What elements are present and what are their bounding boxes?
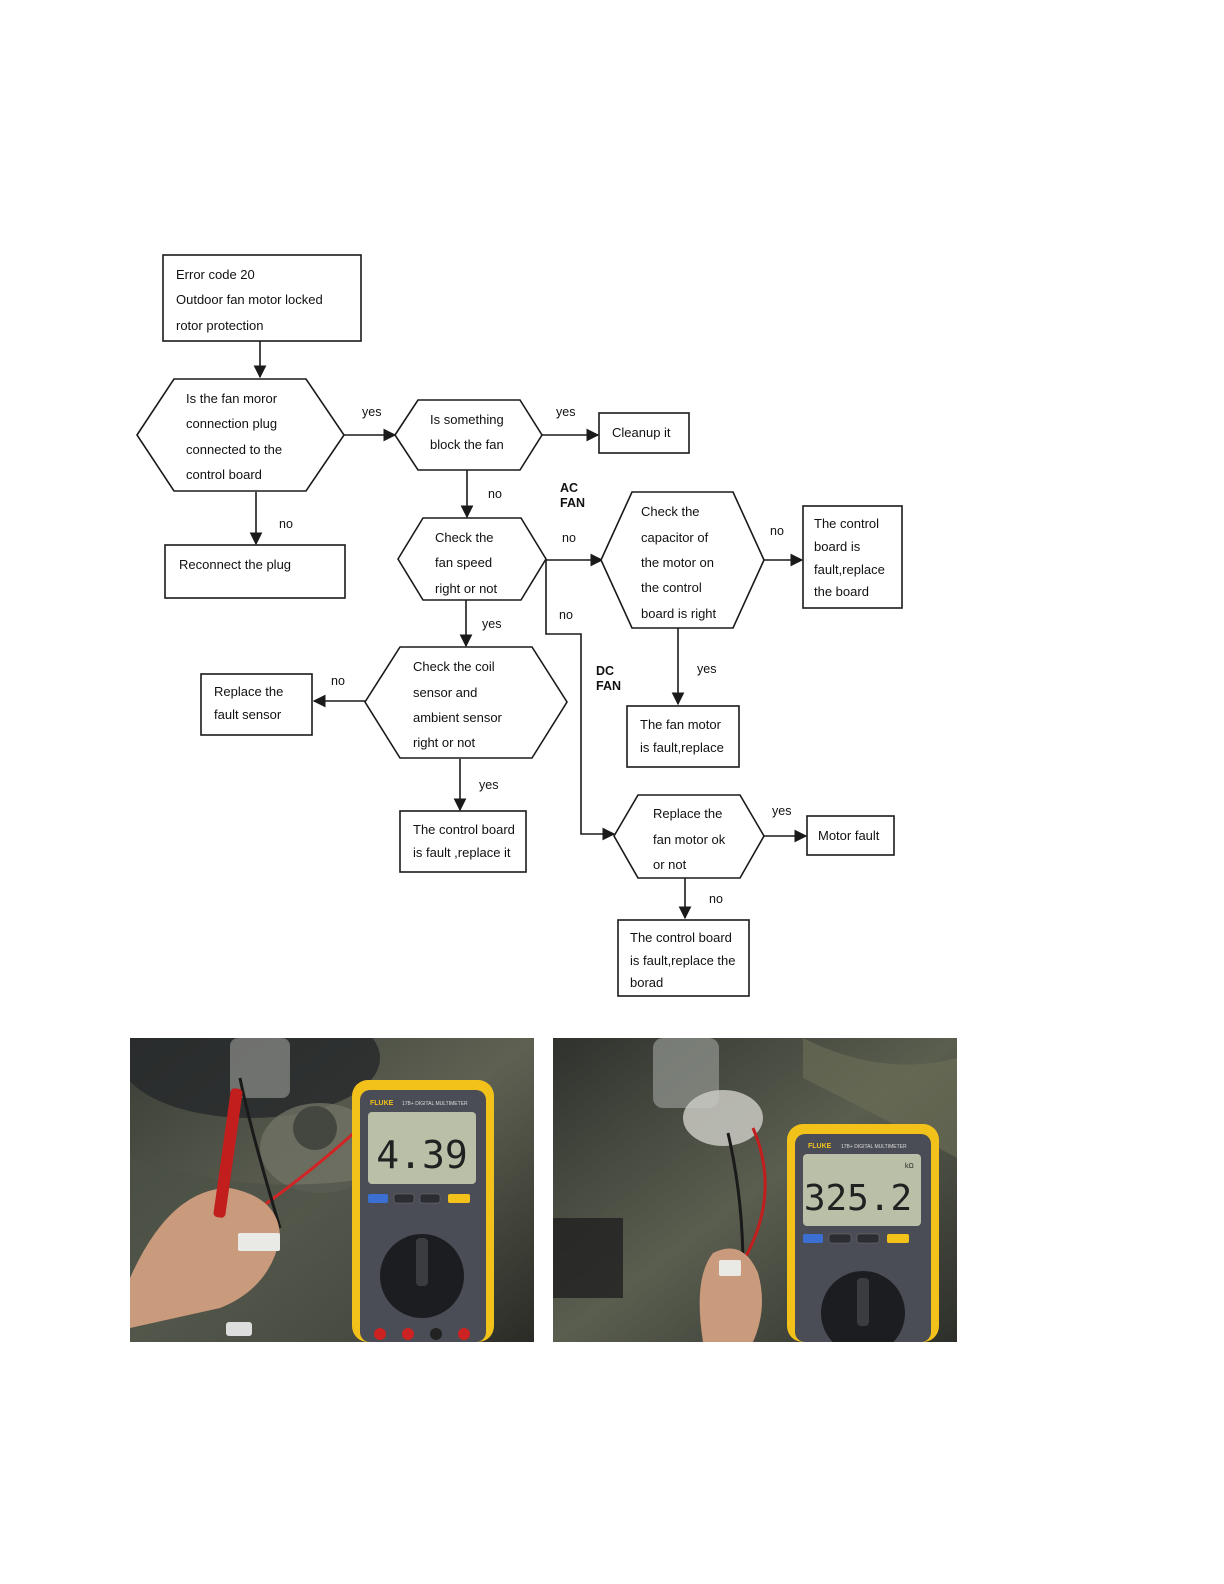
multimeter: FLUKE 17B+ DIGITAL MULTIMETER 4.39 [352, 1080, 494, 1342]
node-text: sensor and [413, 685, 477, 700]
label-no: no [709, 892, 723, 906]
node-reconnect-plug: Reconnect the plug [165, 545, 345, 598]
decision-something-block: Is something block the fan [395, 400, 542, 470]
node-text: right or not [435, 581, 498, 596]
node-text: Error code 20 [176, 267, 255, 282]
node-text: Cleanup it [612, 425, 671, 440]
node-text: Reconnect the plug [179, 557, 291, 572]
node-text: Check the [641, 504, 700, 519]
meter-reading: 325.2 [804, 1178, 912, 1219]
node-text: control board [186, 467, 262, 482]
node-text: The control [814, 516, 879, 531]
label-yes: yes [362, 405, 381, 419]
node-text: The fan motor [640, 717, 722, 732]
node-text: is fault,replace [640, 740, 724, 755]
node-board-fault-2: The control board is fault ,replace it [400, 811, 526, 872]
decision-fan-speed: Check the fan speed right or not [398, 518, 546, 600]
meter-model: 17B+ DIGITAL MULTIMETER [841, 1144, 907, 1150]
decision-motor-ok: Replace the fan motor ok or not [614, 795, 764, 878]
node-text: board is right [641, 606, 717, 621]
node-text: right or not [413, 735, 476, 750]
node-motor-fault: Motor fault [807, 816, 894, 855]
label-yes: yes [772, 804, 791, 818]
node-text: board is [814, 539, 861, 554]
node-text: Replace the [214, 684, 283, 699]
label-no: no [559, 608, 573, 622]
label-yes: yes [482, 617, 501, 631]
node-text: Outdoor fan motor locked [176, 292, 323, 307]
node-text: borad [630, 975, 663, 990]
label-dc-fan: DC [596, 664, 614, 678]
decision-plug-connected: Is the fan moror connection plug connect… [137, 379, 344, 491]
flowchart: yes yes no no no no no yes no yes yes ye… [0, 0, 1224, 1010]
node-text: Is the fan moror [186, 391, 278, 406]
label-no: no [488, 487, 502, 501]
node-text: fault sensor [214, 707, 282, 722]
meter-brand: FLUKE [370, 1100, 394, 1107]
node-text: is fault,replace the [630, 953, 736, 968]
node-cleanup: Cleanup it [599, 413, 689, 453]
node-start: Error code 20 Outdoor fan motor locked r… [163, 255, 361, 341]
label-no: no [770, 524, 784, 538]
label-no: no [279, 517, 293, 531]
node-text: ambient sensor [413, 710, 503, 725]
meter-brand: FLUKE [808, 1143, 832, 1150]
photo-multimeter-left: FLUKE 17B+ DIGITAL MULTIMETER 4.39 [130, 1038, 534, 1342]
node-text: the motor on [641, 555, 714, 570]
node-replace-sensor: Replace the fault sensor [201, 674, 312, 735]
node-text: The control board [630, 930, 732, 945]
label-yes: yes [556, 405, 575, 419]
node-text: The control board [413, 822, 515, 837]
node-text: Check the coil [413, 659, 495, 674]
node-text: is fault ,replace it [413, 845, 511, 860]
decision-capacitor: Check the capacitor of the motor on the … [601, 492, 764, 628]
node-text: capacitor of [641, 530, 709, 545]
label-yes: yes [479, 778, 498, 792]
node-text: rotor protection [176, 318, 263, 333]
node-text: the board [814, 584, 869, 599]
node-text: block the fan [430, 437, 504, 452]
node-text: Check the [435, 530, 494, 545]
meter-reading: 4.39 [376, 1133, 468, 1177]
node-text: connected to the [186, 442, 282, 457]
node-text: or not [653, 857, 687, 872]
node-board-fault-1: The control board is fault,replace the b… [803, 506, 902, 608]
node-text: Replace the [653, 806, 722, 821]
label-no: no [331, 674, 345, 688]
decision-sensor: Check the coil sensor and ambient sensor… [365, 647, 567, 758]
node-text: connection plug [186, 416, 277, 431]
meter-model: 17B+ DIGITAL MULTIMETER [402, 1101, 468, 1107]
label-yes: yes [697, 662, 716, 676]
label-dc-fan: FAN [596, 679, 621, 693]
node-text: Is something [430, 412, 504, 427]
node-motor-replace: The fan motor is fault,replace [627, 706, 739, 767]
meter-unit: kΩ [905, 1163, 914, 1170]
photo-multimeter-right: FLUKE 17B+ DIGITAL MULTIMETER 325.2 kΩ [553, 1038, 957, 1342]
node-text: fan motor ok [653, 832, 726, 847]
multimeter: FLUKE 17B+ DIGITAL MULTIMETER 325.2 kΩ [787, 1124, 939, 1342]
label-ac-fan: AC [560, 481, 578, 495]
node-text: the control [641, 580, 702, 595]
node-text: fan speed [435, 555, 492, 570]
label-ac-fan: FAN [560, 496, 585, 510]
label-no: no [562, 531, 576, 545]
node-text: Motor fault [818, 828, 880, 843]
node-board-fault-3: The control board is fault,replace the b… [618, 920, 749, 996]
node-text: fault,replace [814, 562, 885, 577]
